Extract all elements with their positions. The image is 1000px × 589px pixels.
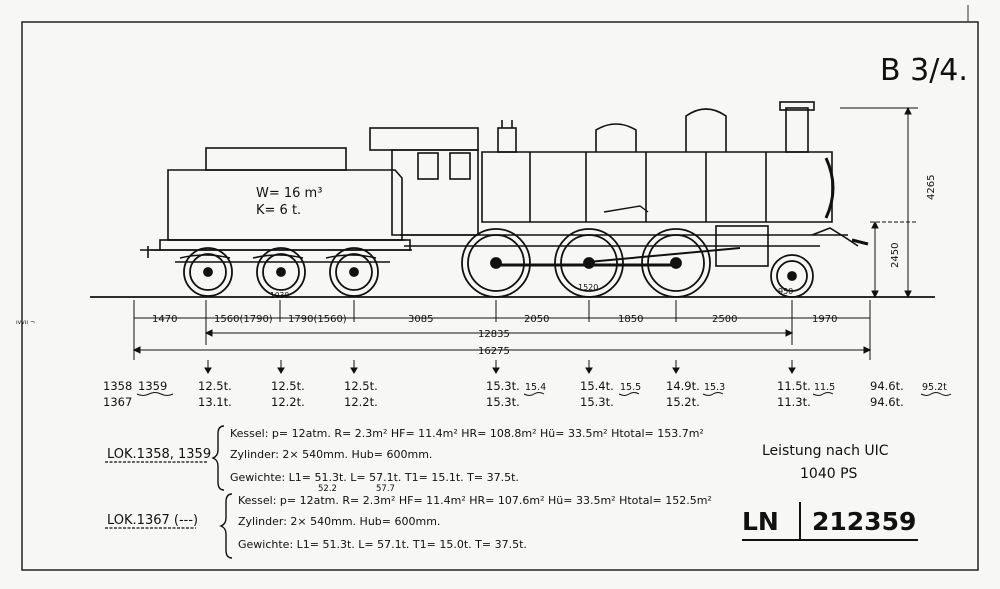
axle-bottom-6: 15.2t. — [666, 395, 700, 409]
tender-wheel-diameter: 1030 — [270, 291, 289, 300]
dim-1470: 1470 — [152, 314, 177, 325]
zylinder-1367: Zylinder: 2× 540mm. Hub= 600mm. — [238, 515, 440, 528]
axle-alt-total: 95.2t — [922, 382, 947, 393]
sheet-id-prefix: LN — [742, 507, 779, 536]
axle-label-1367: 1367 — [103, 395, 132, 409]
length-dimensions — [132, 300, 872, 360]
axle-top-3: 12.5t. — [344, 379, 378, 393]
axle-alt-5: 15.5 — [620, 382, 641, 393]
loco-label-1358: LOK.1358, 1359 — [107, 447, 211, 462]
driving-wheels — [461, 228, 711, 298]
spec-block-1358: LOK.1358, 1359 Kessel: p= 12atm. R= 2.3m… — [105, 425, 704, 494]
dim-3085: 3085 — [408, 314, 433, 325]
height-dimensions — [840, 106, 918, 299]
dimension-labels: 1470 1560(1790) 1790(1560) 3085 2050 185… — [152, 314, 837, 357]
dim-2500: 2500 — [712, 314, 737, 325]
spec-block-1367: LOK.1367 (---) Kessel: p= 12atm. R= 2.3m… — [105, 493, 712, 559]
zylinder-1358: Zylinder: 2× 540mm. Hub= 600mm. — [230, 448, 432, 461]
sheet-id: LN 212359 — [742, 502, 918, 541]
gewichte-1367: Gewichte: L1= 51.3t. L= 57.1t. T1= 15.0t… — [238, 538, 527, 551]
height-total: 4265 — [926, 175, 937, 200]
sheet-id-number: 212359 — [812, 507, 916, 536]
axle-top-4: 15.3t. — [486, 379, 520, 393]
axle-label-1359: 1359 — [138, 379, 167, 393]
locomotive-body — [369, 101, 869, 267]
tender-water: W= 16 m³ — [256, 186, 322, 201]
axle-top-7: 11.5t. — [777, 379, 811, 393]
margin-mark: ıvvıı ¬ — [16, 319, 35, 326]
performance-line2: 1040 PS — [800, 466, 858, 482]
axle-top-5: 15.4t. — [580, 379, 614, 393]
driving-wheel-diameter: 1520 — [578, 283, 598, 292]
gewichte-1358: Gewichte: L1= 51.3t. L= 57.1t. T1= 15.1t… — [230, 471, 519, 484]
axle-top-6: 14.9t. — [666, 379, 700, 393]
leading-wheel — [770, 254, 814, 298]
dim-wheelbase: 12835 — [478, 329, 510, 340]
class-mark: B 3/4. — [880, 53, 968, 88]
axle-alt-7: 11.5 — [814, 382, 835, 393]
axle-top-2: 12.5t. — [271, 379, 305, 393]
axle-bottom-4: 15.3t. — [486, 395, 520, 409]
axle-load-table: 1358 1359 1367 12.5t. 12.5t. 12.5t. 15.3… — [103, 379, 947, 409]
dim-2050: 2050 — [524, 314, 549, 325]
axle-bottom-3: 12.2t. — [344, 395, 378, 409]
gewichte-alt-l1: 52.2 — [318, 484, 337, 494]
axle-bottom-5: 15.3t. — [580, 395, 614, 409]
axle-label-1358: 1358 — [103, 379, 132, 393]
axle-bottom-7: 11.3t. — [777, 395, 811, 409]
dim-1790: 1790(1560) — [288, 314, 347, 325]
axle-top-total: 94.6t. — [870, 379, 904, 393]
dim-1850: 1850 — [618, 314, 643, 325]
axle-load-arrows — [204, 360, 796, 374]
axle-bottom-total: 94.6t. — [870, 395, 904, 409]
height-boiler: 2450 — [890, 243, 901, 268]
tender-wheels — [183, 247, 379, 297]
kessel-1367: Kessel: p= 12atm. R= 2.3m² HF= 11.4m² HR… — [238, 494, 712, 507]
loco-label-1367: LOK.1367 (---) — [107, 513, 198, 528]
dim-1560: 1560(1790) — [214, 314, 273, 325]
handwritten-underlines — [136, 392, 952, 396]
tender-coal: K= 6 t. — [256, 203, 301, 218]
dim-overall: 16275 — [478, 346, 510, 357]
performance-line1: Leistung nach UIC — [762, 443, 889, 459]
axle-alt-6: 15.3 — [704, 382, 725, 393]
sheet-border — [21, 21, 979, 571]
axle-bottom-1: 13.1t. — [198, 395, 232, 409]
kessel-1358: Kessel: p= 12atm. R= 2.3m² HF= 11.4m² HR… — [230, 427, 704, 440]
axle-alt-4: 15.4 — [525, 382, 546, 393]
dim-1970: 1970 — [812, 314, 837, 325]
axle-top-1: 12.5t. — [198, 379, 232, 393]
gewichte-alt-l: 57.7 — [376, 484, 395, 494]
axle-bottom-2: 12.2t. — [271, 395, 305, 409]
leading-wheel-diameter: 950 — [778, 287, 793, 296]
